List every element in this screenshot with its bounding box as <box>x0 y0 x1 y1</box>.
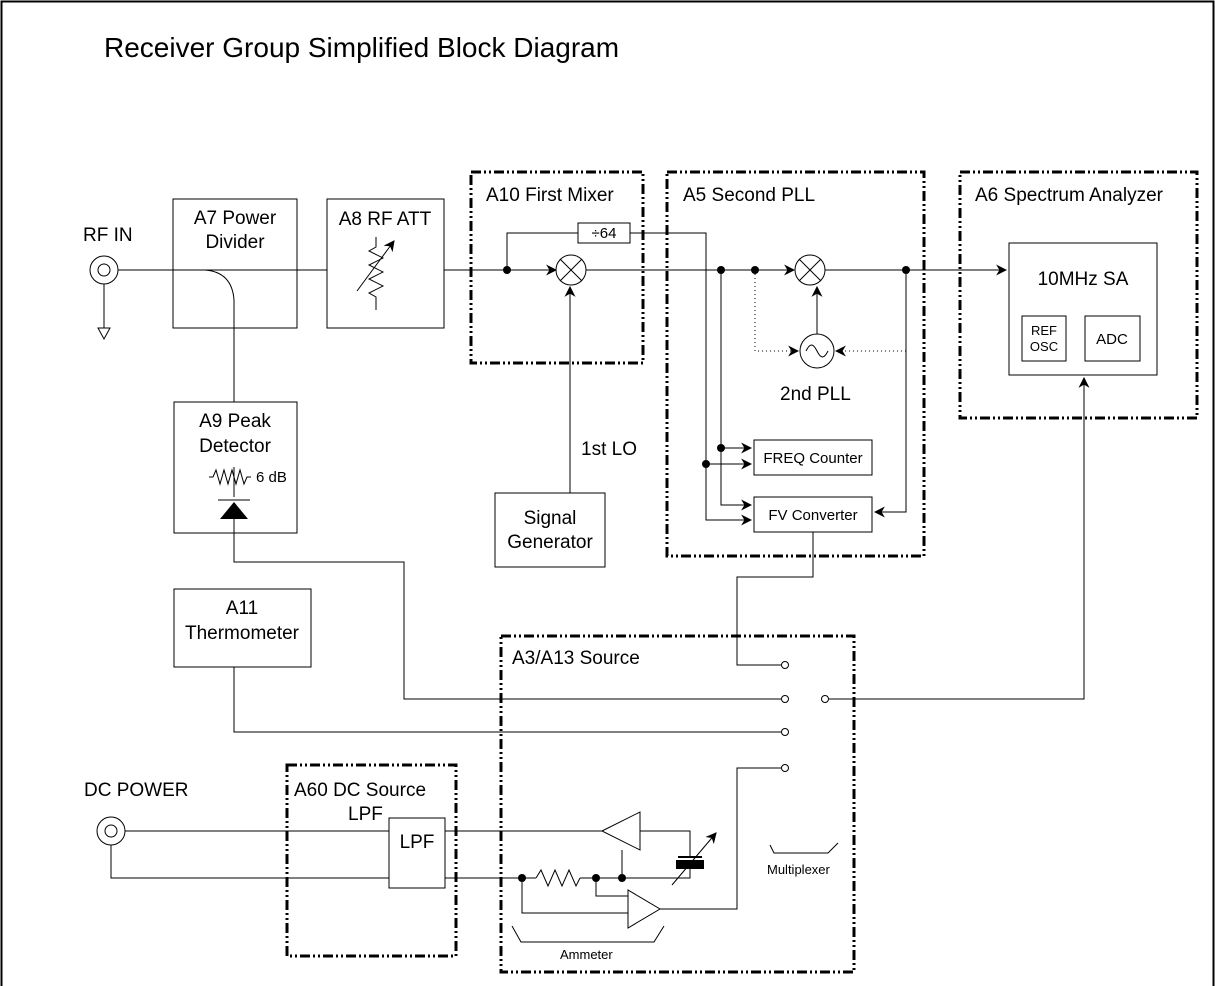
first-lo-label: 1st LO <box>581 439 637 460</box>
diode-icon <box>218 499 250 533</box>
ammeter-bracket <box>511 925 665 943</box>
oscillator-icon <box>799 333 835 369</box>
signal-generator-line1: Signal <box>524 508 577 529</box>
group-a10-label: A10 First Mixer <box>486 185 614 206</box>
a9-label-line1: A9 Peak <box>199 411 271 432</box>
signal-generator-line2: Generator <box>507 532 593 553</box>
ref-osc-block <box>1021 315 1067 362</box>
shunt-resistor-icon <box>535 868 581 888</box>
a9-atten-value: 6 dB <box>256 469 287 486</box>
dc-power-label: DC POWER <box>84 780 189 801</box>
divide-by-64-label: ÷64 <box>592 225 617 242</box>
lpf-label: LPF <box>400 832 435 853</box>
second-mixer-icon <box>794 254 826 286</box>
signal-generator-block <box>494 492 606 568</box>
first-mixer-icon <box>555 254 587 286</box>
a8-label: A8 RF ATT <box>339 209 432 230</box>
group-a60-label-line1: A60 DC Source <box>294 780 426 801</box>
group-a5-second-pll <box>665 170 926 558</box>
group-a10-first-mixer <box>469 170 645 365</box>
sense-amplifier-icon <box>627 889 661 929</box>
group-a6-spectrum-analyzer <box>958 170 1199 420</box>
fv-converter-label: FV Converter <box>768 507 857 524</box>
group-a5-label: A5 Second PLL <box>683 185 815 206</box>
attenuator-resistor-icon <box>209 467 251 497</box>
lpf-block <box>388 817 446 889</box>
group-a6-label: A6 Spectrum Analyzer <box>975 185 1164 206</box>
diagram-title: Receiver Group Simplified Block Diagram <box>104 32 619 63</box>
group-a3-a13-source <box>499 634 856 974</box>
fv-converter-block <box>753 496 873 533</box>
a7-power-divider-block <box>172 198 298 329</box>
a11-thermometer-block <box>173 588 312 668</box>
freq-counter-block <box>753 439 873 476</box>
group-a60-label-line2: LPF <box>348 804 383 825</box>
rf-in-connector-icon <box>89 255 119 328</box>
variable-voltage-source-icon <box>671 832 717 886</box>
freq-counter-label: FREQ Counter <box>763 450 862 467</box>
a11-label-line2: Thermometer <box>185 623 300 644</box>
group-a3-label: A3/A13 Source <box>512 648 640 669</box>
adc-block <box>1084 315 1141 362</box>
dc-power-connector-icon <box>96 816 126 846</box>
second-pll-label: 2nd PLL <box>780 384 851 405</box>
a7-label-line2: Divider <box>205 232 265 253</box>
rf-in-label: RF IN <box>83 225 133 246</box>
ammeter-label: Ammeter <box>560 947 613 962</box>
sa-10mhz-label: 10MHz SA <box>1038 269 1129 290</box>
a9-label-line2: Detector <box>199 436 271 457</box>
a8-rf-attenuator-block <box>326 198 445 329</box>
buffer-amplifier-icon <box>600 811 641 851</box>
a11-label-line1: A11 <box>226 598 258 619</box>
multiplexer-bracket <box>769 842 839 854</box>
variable-resistor-icon <box>356 237 395 310</box>
ref-osc-line1: REF <box>1031 323 1057 338</box>
ground-icon <box>97 327 111 341</box>
group-a60-dc-source <box>285 763 458 958</box>
multiplexer-label: Multiplexer <box>767 862 831 877</box>
adc-label: ADC <box>1096 331 1128 348</box>
ref-osc-line2: OSC <box>1030 339 1058 354</box>
a7-label-line1: A7 Power <box>194 208 277 229</box>
